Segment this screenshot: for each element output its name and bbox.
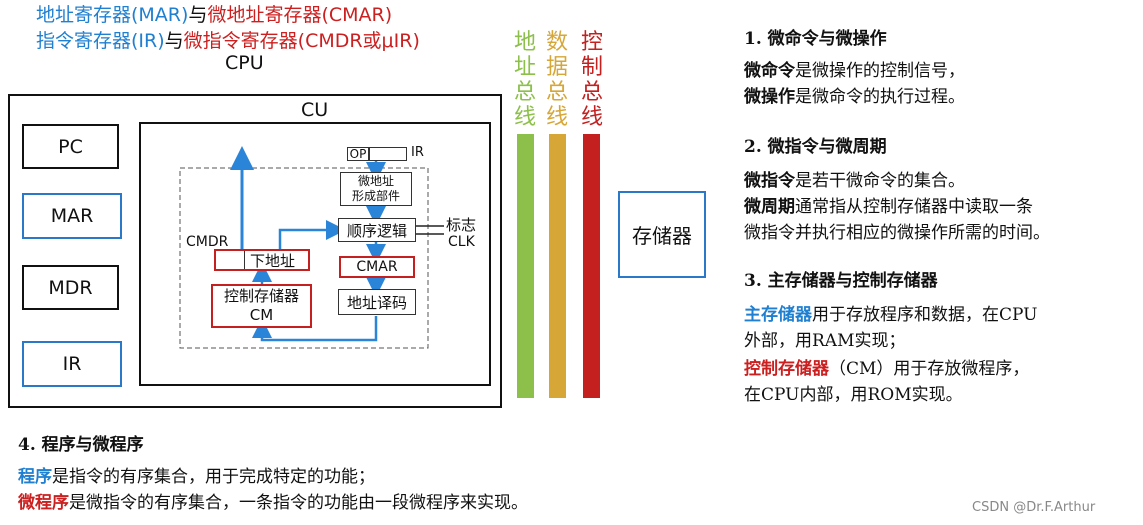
decoder-to-cs-arrow (252, 316, 378, 342)
cu-box (139, 122, 491, 386)
section-1-line-1: 微命令是微操作的控制信号， (744, 61, 965, 81)
header-line-2: 指令寄存器(IR)与微指令寄存器(CMDR或μIR) (36, 30, 420, 53)
micro-address-generator: 微地址 形成部件 (340, 172, 412, 206)
section-2-title: 2. 微指令与微周期 (744, 137, 887, 157)
control-bus (583, 134, 600, 398)
section-3-title: 3. 主存储器与控制存储器 (744, 271, 938, 291)
address-decoder: 地址译码 (338, 289, 416, 315)
nextaddr-to-seq-arrow (278, 220, 346, 250)
header-ir: 指令寄存器(IR) (36, 30, 165, 52)
section-3-line-1: 主存储器用于存放程序和数据，在CPU (744, 305, 1038, 325)
section-3-line-3: 控制存储器（CM）用于存放微程序， (744, 359, 1030, 379)
mar-register: MAR (22, 193, 122, 239)
header-cmdr: 微指令寄存器(CMDR或μIR) (183, 30, 420, 52)
section-1-line-2: 微操作是微命令的执行过程。 (744, 87, 965, 107)
sequential-logic: 顺序逻辑 (338, 218, 416, 242)
section-4-line-1: 程序是指令的有序集合，用于完成特定的功能； (18, 467, 375, 487)
header-mar: 地址寄存器(MAR) (36, 4, 189, 26)
section-4-title: 4. 程序与微程序 (18, 435, 144, 455)
watermark: CSDN @Dr.F.Arthur (972, 500, 1096, 515)
cu-label: CU (301, 99, 329, 121)
cmdr-label: CMDR (186, 234, 229, 250)
control-store-abbr: CM (249, 306, 274, 324)
header-and-1: 与 (188, 4, 208, 26)
section-3-line-2: 外部，用RAM实现； (744, 331, 906, 351)
header-and-2: 与 (164, 30, 184, 52)
control-bus-label: 控制总线 (580, 30, 603, 130)
address-bus-label: 地址总线 (513, 30, 536, 130)
section-1-title: 1. 微命令与微操作 (744, 29, 887, 49)
next-address-field: 下地址 (250, 251, 296, 270)
cmdr-next-address: 下地址 (214, 249, 310, 271)
ir-op-field: OP (347, 147, 369, 161)
section-4-line-2: 微程序是微指令的有序集合，一条指令的功能由一段微程序来实现。 (18, 493, 528, 513)
clk-label: CLK (448, 234, 475, 250)
section-2-line-3: 微指令并执行相应的微操作所需的时间。 (744, 223, 1050, 243)
section-2-line-1: 微指令是若干微命令的集合。 (744, 171, 965, 191)
section-2-line-2: 微周期通常指从控制存储器中读取一条 (744, 197, 1033, 217)
main-memory: 存储器 (618, 191, 706, 278)
control-store-name: 控制存储器 (223, 287, 299, 305)
micro-control-dashed-region (179, 167, 429, 349)
ir-register: IR (22, 341, 122, 387)
section-3-line-4: 在CPU内部，用ROM实现。 (744, 385, 963, 405)
cmar-box: CMAR (339, 256, 415, 278)
header-line-1: 地址寄存器(MAR)与微地址寄存器(CMAR) (36, 4, 392, 27)
header-cmar: 微地址寄存器(CMAR) (207, 4, 393, 26)
ir-address-field (369, 147, 407, 161)
cpu-label: CPU (225, 52, 264, 74)
pc-register: PC (22, 124, 119, 169)
address-bus (517, 134, 534, 398)
mdr-register: MDR (22, 265, 119, 310)
control-store: 控制存储器 CM (211, 284, 312, 328)
data-bus (549, 134, 566, 398)
ir-inner-label: IR (411, 145, 424, 160)
flag-label: 标志 (446, 216, 477, 234)
data-bus-label: 数据总线 (545, 30, 568, 130)
